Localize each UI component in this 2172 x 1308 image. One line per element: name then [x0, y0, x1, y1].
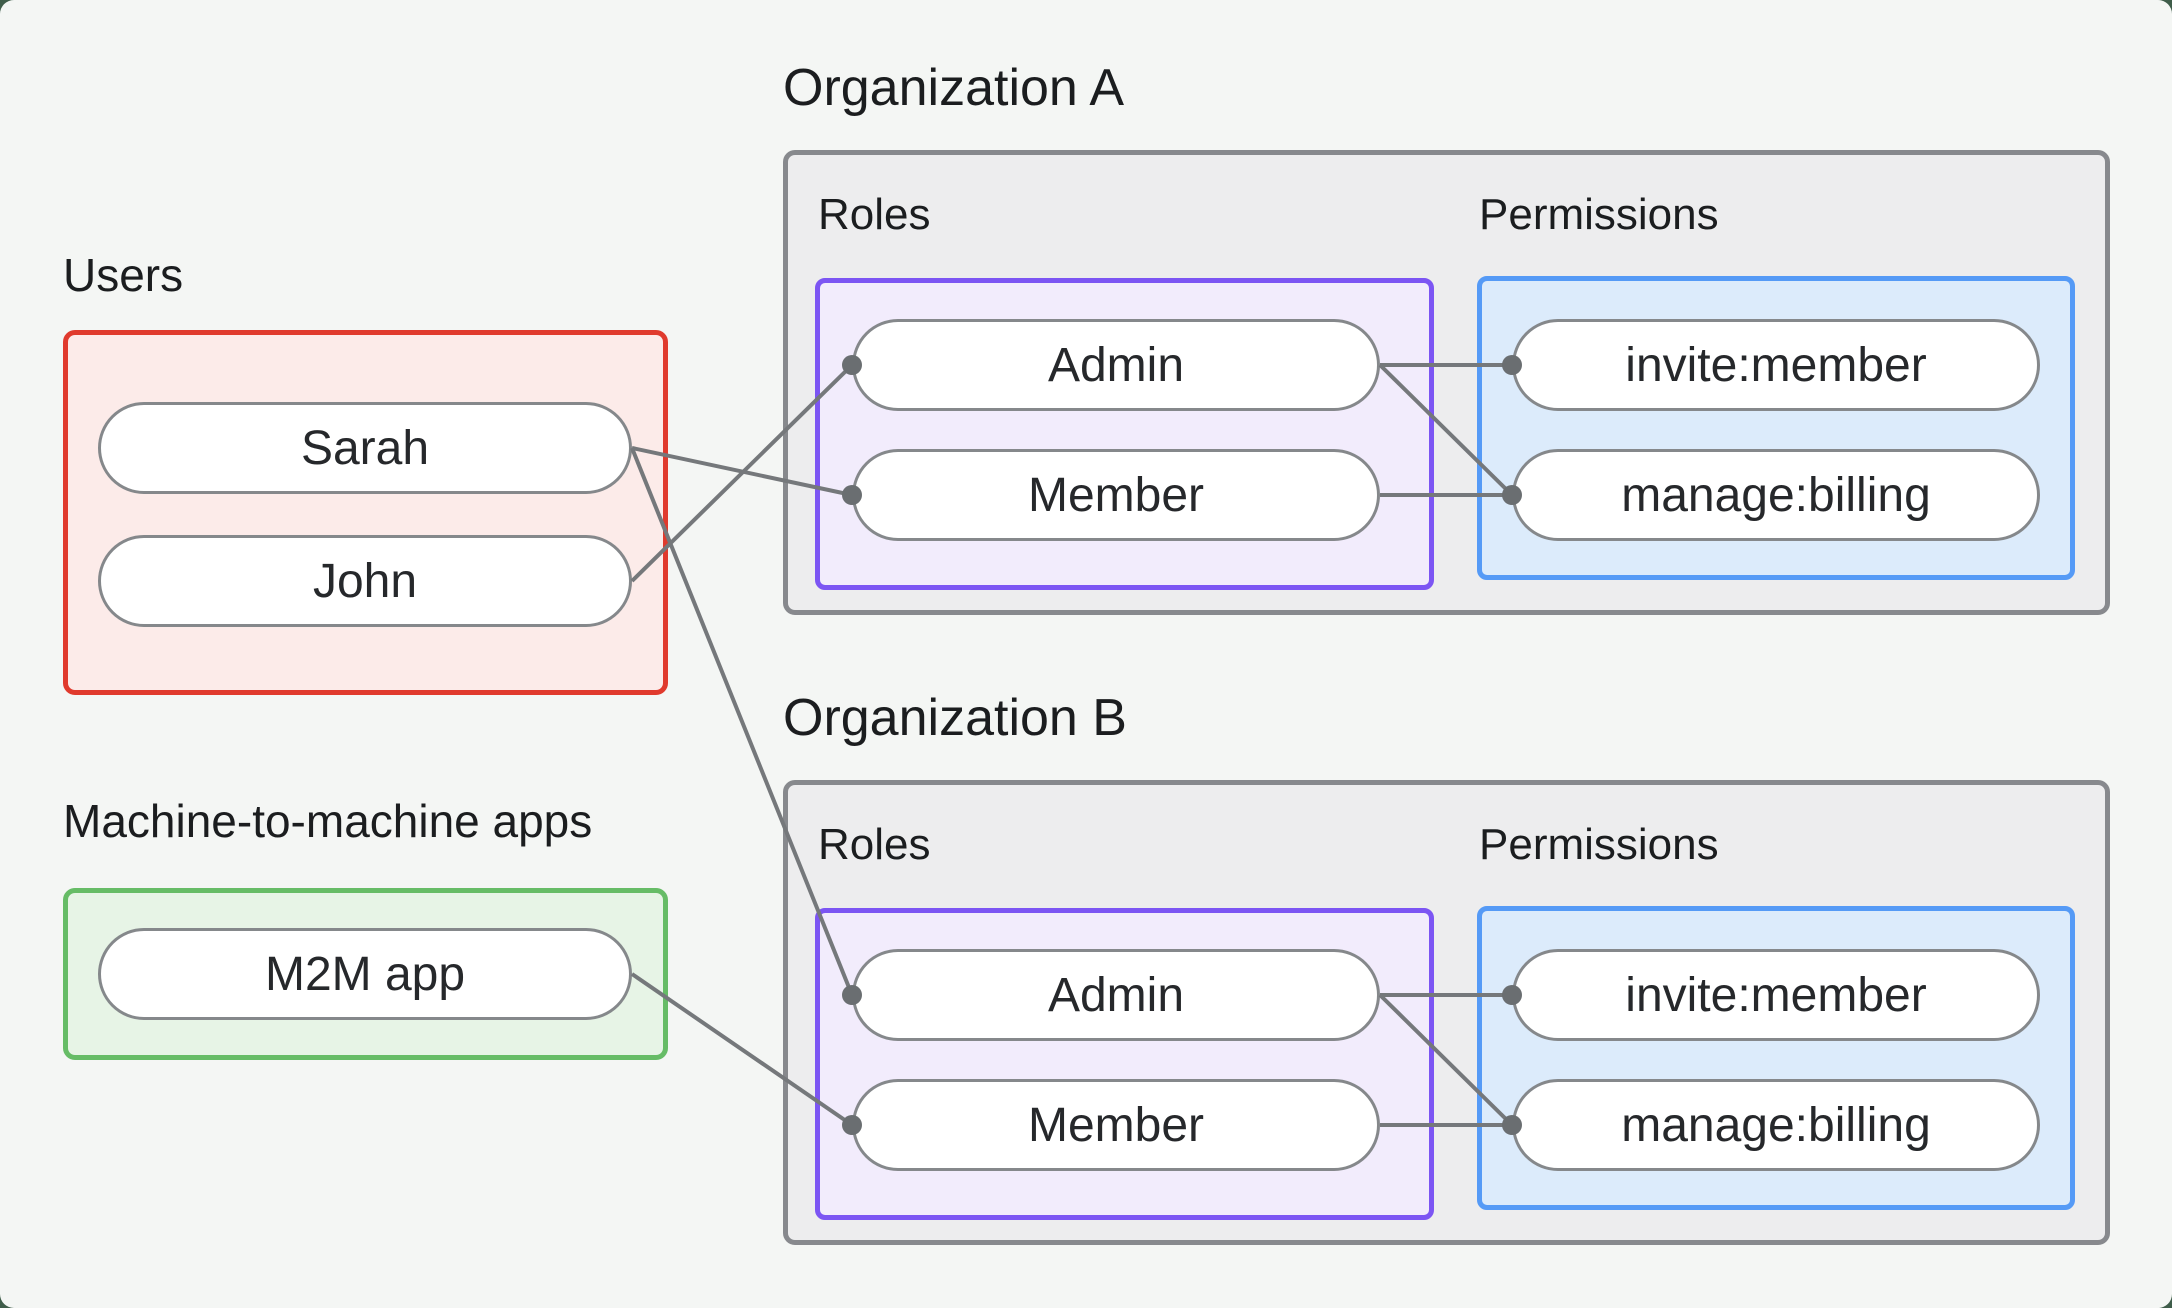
org-b-perm-manage-billing: manage:billing [1512, 1079, 2040, 1171]
org-a-title: Organization A [783, 59, 1125, 117]
user-node-sarah: Sarah [98, 402, 632, 494]
users-group-box: Sarah John [63, 330, 668, 695]
org-b-perm-invite-member: invite:member [1512, 949, 2040, 1041]
org-a-role-admin: Admin [852, 319, 1380, 411]
m2m-node-app: M2M app [98, 928, 632, 1020]
org-a-permissions-box: invite:member manage:billing [1477, 276, 2075, 580]
org-b-permissions-box: invite:member manage:billing [1477, 906, 2075, 1210]
org-a-box: Roles Permissions Admin Member invite:me… [783, 150, 2110, 615]
org-b-title: Organization B [783, 689, 1127, 747]
org-b-box: Roles Permissions Admin Member invite:me… [783, 780, 2110, 1245]
m2m-group-box: M2M app [63, 888, 668, 1060]
org-b-permissions-label: Permissions [1479, 820, 1719, 869]
org-a-roles-box: Admin Member [815, 278, 1434, 590]
org-a-roles-label: Roles [818, 190, 931, 239]
org-a-perm-invite-member: invite:member [1512, 319, 2040, 411]
org-a-permissions-label: Permissions [1479, 190, 1719, 239]
org-b-role-member: Member [852, 1079, 1380, 1171]
org-b-roles-box: Admin Member [815, 908, 1434, 1220]
org-a-perm-manage-billing: manage:billing [1512, 449, 2040, 541]
org-b-role-admin: Admin [852, 949, 1380, 1041]
org-a-role-member: Member [852, 449, 1380, 541]
users-group-label: Users [63, 249, 184, 301]
org-b-roles-label: Roles [818, 820, 931, 869]
m2m-group-label: Machine-to-machine apps [63, 795, 593, 847]
user-node-john: John [98, 535, 632, 627]
